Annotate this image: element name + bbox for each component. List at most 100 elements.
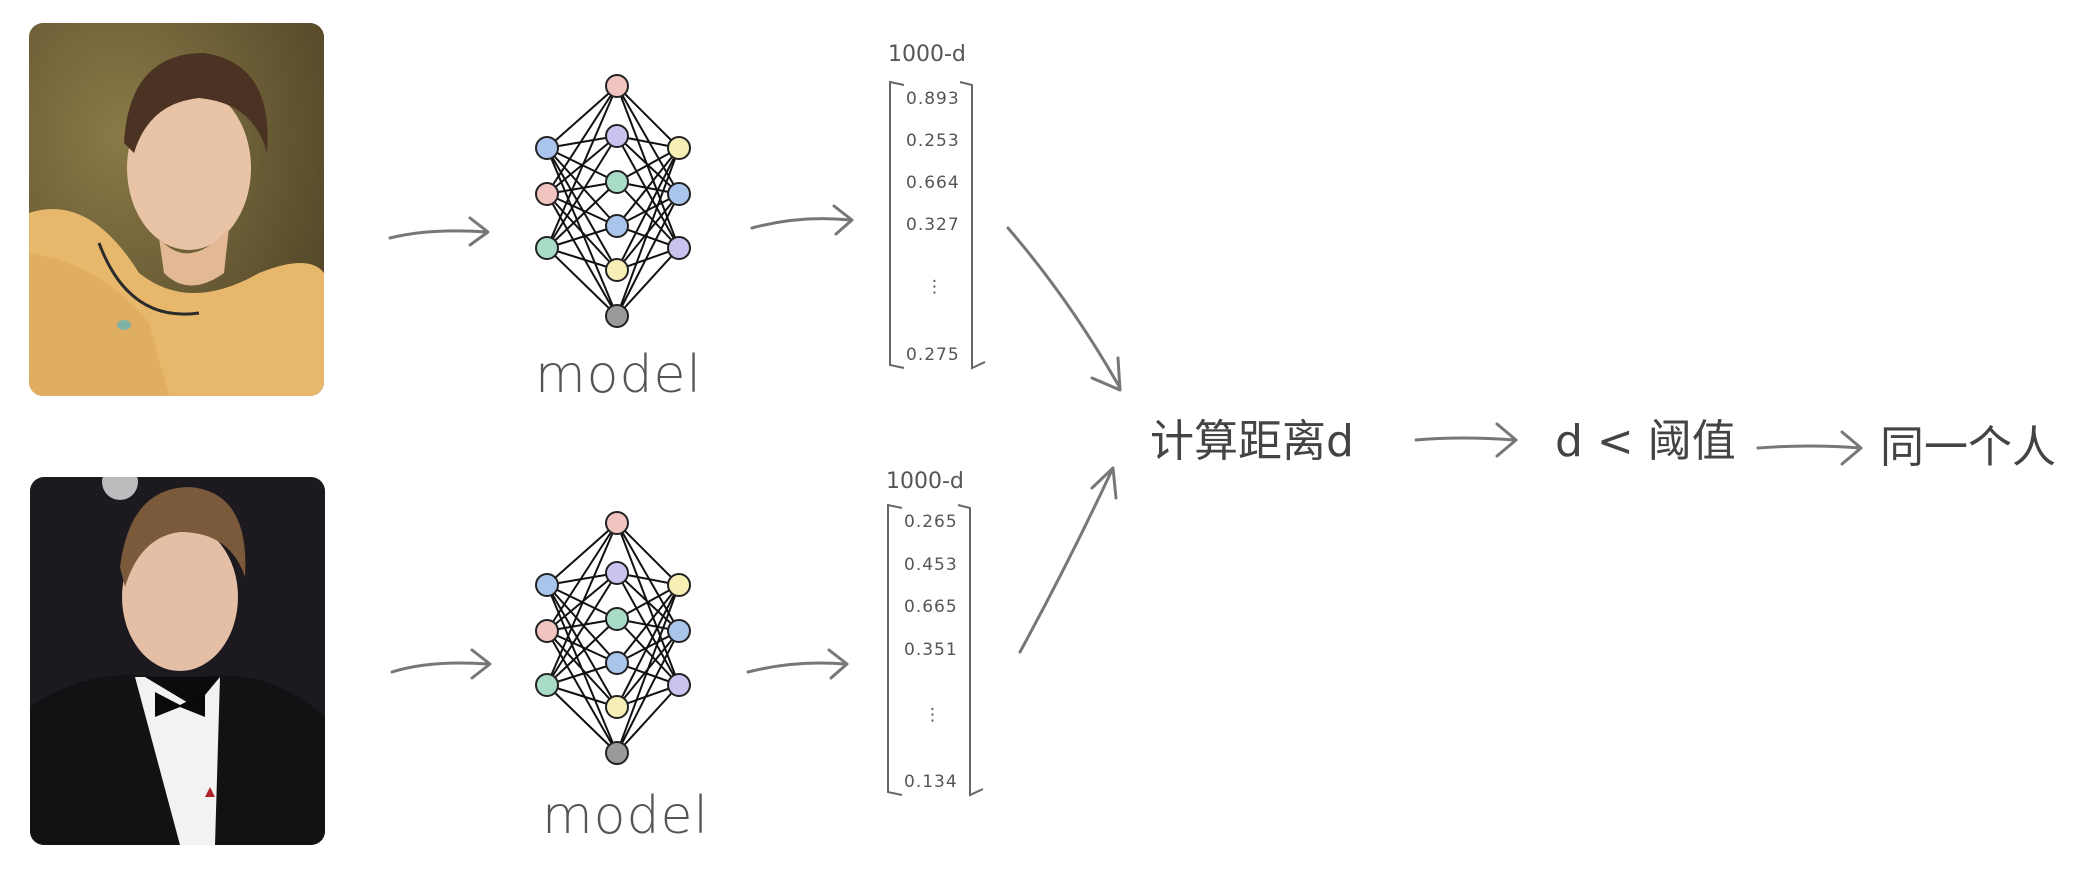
arrow-photo-to-model-top bbox=[388, 216, 490, 247]
network-edge bbox=[616, 181, 680, 249]
model-label-bottom: model bbox=[542, 786, 709, 846]
model-label-top: model bbox=[535, 345, 702, 405]
network-node bbox=[605, 74, 629, 98]
network-node bbox=[535, 619, 559, 643]
arrow-photo-to-model-bottom bbox=[390, 648, 492, 680]
network-edge bbox=[616, 147, 680, 227]
neural-network-bottom bbox=[535, 511, 691, 765]
network-edge bbox=[546, 85, 618, 249]
network-edge bbox=[546, 630, 618, 754]
network-edge bbox=[546, 85, 618, 195]
network-node bbox=[605, 304, 629, 328]
network-edge bbox=[616, 584, 680, 708]
vector-ellipsis: ⋮ bbox=[926, 277, 944, 297]
network-node bbox=[535, 573, 559, 597]
vector-value: 0.665 bbox=[904, 597, 958, 617]
network-node bbox=[605, 258, 629, 282]
network-edge bbox=[616, 584, 680, 664]
network-edge bbox=[546, 684, 618, 754]
same-person-result-label: 同一个人 bbox=[1880, 422, 2056, 473]
network-edge bbox=[546, 522, 618, 586]
network-edge bbox=[546, 181, 618, 249]
vector-value: 0.664 bbox=[906, 173, 960, 193]
network-edge bbox=[616, 135, 680, 249]
network-edge bbox=[616, 147, 680, 317]
network-edge bbox=[546, 684, 618, 708]
arrow-model-to-vector-top bbox=[750, 204, 854, 236]
vector-value: 0.327 bbox=[906, 215, 960, 235]
arrow-top-vector-to-distance bbox=[1006, 226, 1122, 392]
network-edge bbox=[616, 618, 680, 686]
network-node bbox=[667, 673, 691, 697]
network-node bbox=[535, 136, 559, 160]
neural-network-top bbox=[535, 74, 691, 328]
network-edge bbox=[616, 630, 680, 754]
vector-value: 0.253 bbox=[906, 131, 960, 151]
network-edge bbox=[616, 684, 680, 754]
network-node bbox=[605, 214, 629, 238]
network-node bbox=[535, 236, 559, 260]
network-node bbox=[667, 236, 691, 260]
compute-distance-label: 计算距离d bbox=[1150, 416, 1354, 467]
network-node bbox=[605, 561, 629, 585]
network-node bbox=[605, 651, 629, 675]
network-edge bbox=[546, 247, 618, 317]
network-edge bbox=[616, 522, 680, 686]
dimension-label-top: 1000-d bbox=[888, 42, 966, 67]
network-edge bbox=[546, 85, 618, 149]
network-node bbox=[667, 573, 691, 597]
network-node bbox=[605, 511, 629, 535]
network-edge bbox=[616, 85, 680, 149]
network-edge bbox=[616, 572, 680, 686]
network-edge bbox=[616, 85, 680, 249]
network-edge bbox=[546, 618, 618, 686]
vector-value: 0.893 bbox=[906, 89, 960, 109]
network-edge bbox=[616, 522, 680, 586]
network-edge bbox=[546, 572, 618, 686]
feature-vector-top: 0.893 0.253 0.664 0.327 ⋮ 0.275 bbox=[906, 89, 960, 365]
face-photo-bottom bbox=[30, 477, 325, 845]
network-edge bbox=[546, 193, 618, 317]
network-node bbox=[605, 170, 629, 194]
network-edge bbox=[616, 247, 680, 317]
network-edge bbox=[546, 630, 618, 708]
feature-vector-bottom: 0.265 0.453 0.665 0.351 ⋮ 0.134 bbox=[904, 512, 958, 792]
network-edge bbox=[546, 522, 618, 686]
network-node bbox=[605, 741, 629, 765]
face-photo-top bbox=[29, 23, 324, 396]
network-node bbox=[535, 182, 559, 206]
network-edge bbox=[546, 135, 618, 249]
threshold-check-label: d < 阈值 bbox=[1555, 416, 1736, 467]
network-node bbox=[667, 136, 691, 160]
network-edge bbox=[546, 630, 618, 664]
vector-value: 0.351 bbox=[904, 640, 958, 660]
network-edge bbox=[616, 193, 680, 317]
arrow-model-to-vector-bottom bbox=[746, 648, 849, 680]
arrow-threshold-to-result bbox=[1756, 430, 1863, 466]
network-edge bbox=[546, 522, 618, 632]
vector-value: 0.134 bbox=[904, 772, 958, 792]
network-edge bbox=[546, 193, 618, 271]
network-edge bbox=[616, 147, 680, 271]
vector-value: 0.265 bbox=[904, 512, 958, 532]
network-node bbox=[667, 619, 691, 643]
network-edge bbox=[546, 247, 618, 271]
vector-value: 0.453 bbox=[904, 555, 958, 575]
network-edge bbox=[546, 225, 618, 249]
network-node bbox=[605, 124, 629, 148]
network-edge bbox=[616, 584, 680, 754]
network-node bbox=[535, 673, 559, 697]
network-edge bbox=[546, 193, 618, 227]
network-node bbox=[667, 182, 691, 206]
network-node bbox=[605, 695, 629, 719]
vector-bracket-top bbox=[889, 80, 986, 370]
network-node bbox=[605, 607, 629, 631]
network-edge bbox=[546, 662, 618, 686]
dimension-label-bottom: 1000-d bbox=[886, 469, 964, 494]
vector-ellipsis: ⋮ bbox=[924, 705, 942, 725]
vector-bracket-bottom bbox=[887, 503, 984, 797]
arrow-distance-to-threshold bbox=[1414, 422, 1518, 458]
vector-value: 0.275 bbox=[906, 345, 960, 365]
arrow-bottom-vector-to-distance bbox=[1018, 466, 1118, 654]
